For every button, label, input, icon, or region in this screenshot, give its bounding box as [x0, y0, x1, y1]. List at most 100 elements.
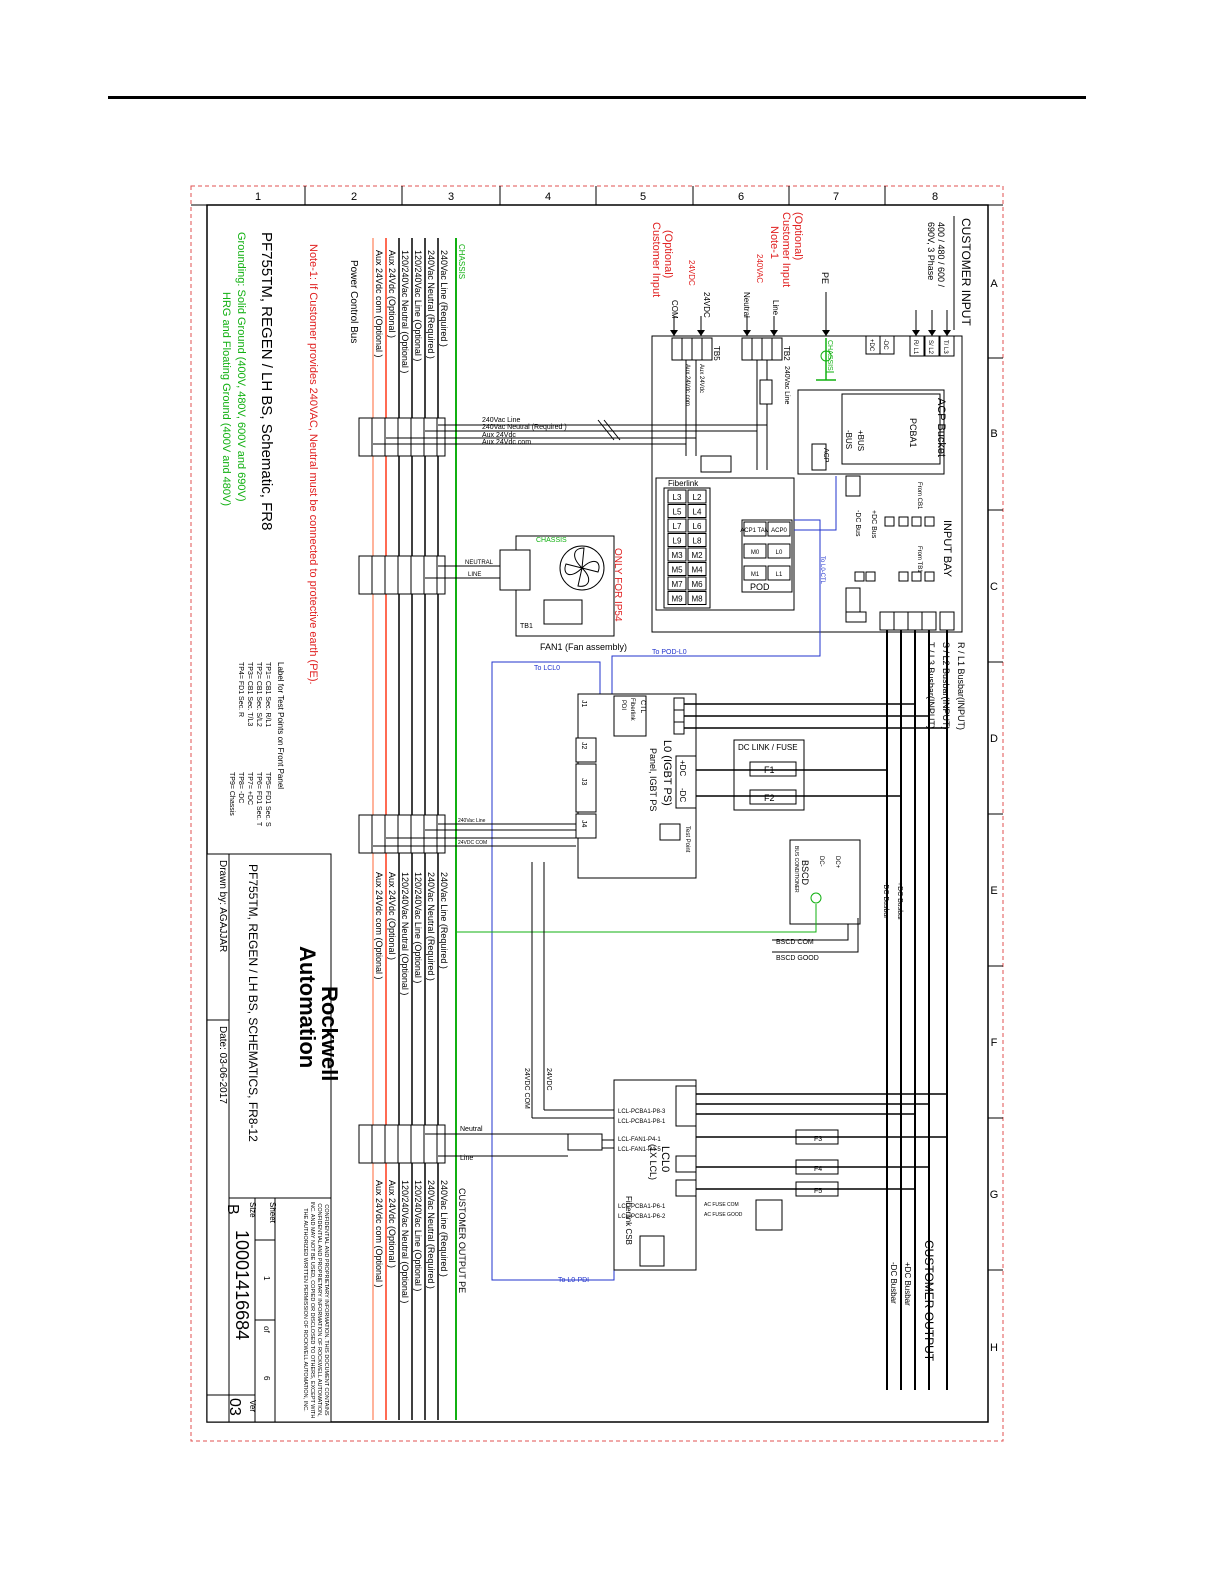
voltage-label: 400 / 480 / 600 / — [936, 222, 946, 288]
fan-chassis-label: CHASSIS — [536, 537, 567, 544]
pod-channel-label: ACP1 TAM — [740, 528, 769, 534]
sheet-of: of — [262, 1326, 271, 1333]
drawing-number: 10001416684 — [232, 1230, 252, 1340]
pod-port-label: L3 — [673, 493, 682, 502]
wire-label: Aux 24Vdc — [482, 432, 516, 439]
pod-channel-label: ACP0 — [771, 528, 787, 534]
bus-label: Aux 24Vdc com (Optional ) — [374, 1180, 384, 1288]
pod-port-box — [667, 547, 687, 562]
dashed-border — [190, 185, 1004, 1442]
bus-labels-top: CHASSIS 240Vac Line (Required ) 240Vac N… — [374, 244, 466, 373]
ac-fuse-com: AC FUSE COM — [704, 1202, 739, 1208]
pod-port-box — [667, 533, 687, 547]
zone-number: 7 — [833, 191, 839, 203]
bscd-dc-minus: DC- — [818, 856, 824, 867]
pod-port-label: L8 — [693, 537, 702, 546]
company-name-2: Automation — [295, 946, 320, 1068]
confidential-notice: CONFIDENTIAL AND PROPRIETARY INFORMATION… — [302, 1201, 329, 1419]
customer-input-arrows — [912, 310, 951, 336]
v24dc-label: 24VDC — [702, 292, 711, 318]
bscd-pos-busbar: +DC Busbar — [896, 882, 903, 921]
pod-port-label: M8 — [691, 595, 703, 604]
aux24com-label: Aux 24Vdc com — [684, 364, 690, 406]
schematic-title: PF755TM, REGEN / LH BS, Schematic, FR8 — [258, 232, 275, 530]
bscd-module — [789, 839, 861, 925]
input-bay-label: INPUT BAY — [941, 520, 953, 578]
bus-label: Aux 24Vdc com (Optional ) — [374, 250, 384, 358]
line240-label: 240Vac Line — [783, 366, 790, 405]
acp-bucket — [797, 389, 945, 475]
lcl-line-label: Line — [460, 1155, 473, 1162]
plus-bus-label: +BUS — [856, 430, 865, 451]
chassis-ground-symbol — [816, 338, 836, 381]
dc-link-title: DC LINK / FUSE — [738, 743, 798, 752]
tb2-block — [741, 337, 783, 361]
pod-port-box — [687, 518, 707, 533]
to-l0-pdi-label: To L0-PDI — [558, 1277, 589, 1284]
zone-number-row: 1 2 3 4 5 6 7 8 — [255, 186, 938, 205]
test-point-legend: TP7= +DC — [246, 772, 253, 805]
grounding-line-1: Grounding: Solid Ground (400V, 480V, 600… — [235, 232, 247, 502]
dc-bus-minus-label: -DC Bus — [854, 510, 861, 537]
bscd-com: BSCD COM — [776, 939, 814, 946]
tb5-block — [671, 337, 713, 361]
l0-j2: J2 — [580, 742, 587, 750]
pod-port-label: L2 — [693, 493, 702, 502]
note-1: Note-1: If Customer provides 240VAC, Neu… — [307, 244, 319, 685]
acp-label: ACP — [822, 448, 829, 463]
bus-label: 120/240Vac Line (Optional ) — [413, 1180, 423, 1291]
fuse-f2: F2 — [764, 793, 775, 803]
l0-lcl-link — [491, 661, 615, 1281]
zone-letter: G — [990, 1189, 999, 1201]
test-points — [854, 516, 935, 582]
pcba1-label: PCBA1 — [908, 418, 918, 448]
zone-number: 3 — [448, 191, 454, 203]
tb5-label: TB5 — [712, 346, 721, 361]
power-control-bus-label: Power Control Bus — [348, 260, 359, 343]
from-cb1-label: From CB1 — [916, 482, 922, 510]
aux-wire-run — [373, 419, 767, 445]
bscd-title: BSCD — [800, 860, 810, 886]
pod-channel-box — [743, 521, 767, 537]
fan-tb1-label: TB1 — [520, 623, 533, 630]
aux24-label: Aux 24Vdc — [698, 364, 704, 393]
bus-labels-bottom: CUSTOMER OUTPUT PE 240Vac Line (Required… — [374, 1180, 467, 1303]
pod-port-box — [667, 518, 687, 533]
grounding-line-2: HRG and Floating Ground (400V and 480V) — [220, 292, 232, 506]
bus-label: CHASSIS — [457, 244, 466, 279]
sheet-label: Sheet — [268, 1202, 277, 1224]
test-point-legend: TP9= Chassis — [228, 772, 235, 816]
bus-label: 120/240Vac Line (Optional ) — [413, 250, 423, 361]
pe-label: PE — [820, 272, 830, 284]
to-pod-label: To POD-L0 — [652, 649, 687, 656]
title-block — [206, 853, 332, 1423]
zone-letter: H — [990, 1342, 998, 1354]
bus-label: 240Vac Neutral (Required ) — [426, 872, 436, 981]
pod-port-box — [687, 533, 707, 547]
pod-port-label: M5 — [671, 566, 683, 575]
l0-ctl-label: CTL — [639, 700, 646, 713]
pod-port-box — [667, 576, 687, 591]
pod-port-box — [687, 576, 707, 591]
bus-label: Aux 24Vdc (Optional ) — [387, 250, 397, 338]
zone-letter: A — [990, 278, 998, 290]
wire-label: Aux 24Vdc com — [482, 439, 531, 446]
terminal-label: T/ L3 — [942, 340, 948, 354]
drawn-by: Drawn by: AGAJJAR — [217, 860, 228, 952]
vdc-label: 24VDC — [687, 260, 696, 286]
customer-output-neg: -DC Busbar — [889, 1262, 898, 1304]
lcl-pin: LCL-PCBA1-P8-1 — [618, 1119, 666, 1125]
wire-label: 240Vac Line — [482, 417, 521, 424]
bus-label: 120/240Vac Neutral (Optional ) — [400, 872, 410, 995]
bus-labels-middle: 240Vac Line (Required ) 240Vac Neutral (… — [374, 872, 449, 995]
line-label: Line — [771, 300, 780, 316]
lcl-fuse: F3 — [814, 1136, 822, 1143]
zone-letter: D — [990, 733, 998, 745]
optional-label: (Optional) — [792, 212, 804, 260]
pod-port-label: M2 — [691, 551, 703, 560]
l0-test-point: Test Point — [684, 826, 690, 853]
pod-port-label: L5 — [673, 508, 682, 517]
busbar-label: T / L3 Busbar(INPUT) — [926, 642, 936, 729]
